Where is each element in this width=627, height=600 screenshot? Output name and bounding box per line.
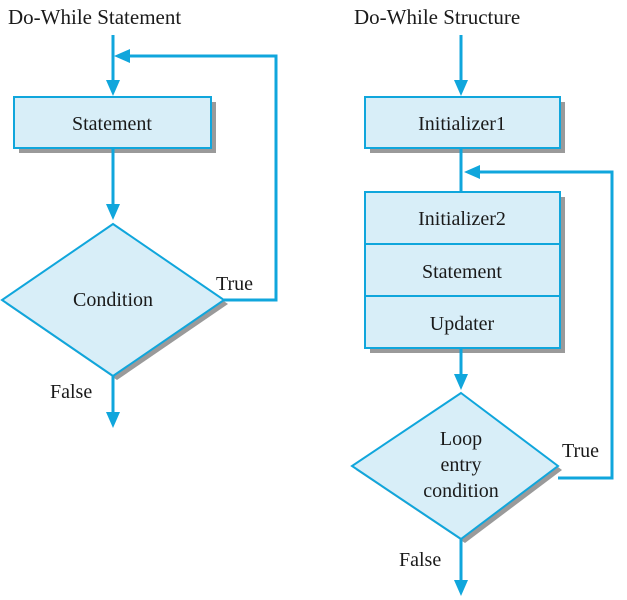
right-false-label: False — [399, 549, 441, 571]
right-entry-arrowhead — [454, 80, 468, 96]
left-statement-box — [13, 96, 212, 149]
right-statement-label: Statement — [422, 261, 502, 283]
left-false-label: False — [50, 381, 92, 403]
right-title: Do-While Structure — [354, 5, 520, 29]
left-condition-label: Condition — [73, 289, 153, 311]
left-entry-arrowhead — [106, 80, 120, 96]
right-initializer2-label: Initializer2 — [418, 208, 506, 230]
right-condition-line3: condition — [423, 480, 499, 502]
left-statement-label: Statement — [72, 113, 152, 135]
left-true-loop-arrowhead — [114, 49, 130, 63]
left-box-to-condition-arrowhead — [106, 204, 120, 220]
left-false-exit-arrowhead — [106, 412, 120, 428]
right-true-loop-line — [478, 170, 614, 480]
right-initializer1-box — [364, 96, 561, 149]
left-true-loop-line — [128, 54, 278, 302]
right-true-loop-arrowhead — [464, 165, 480, 179]
right-false-exit-arrowhead — [454, 580, 468, 596]
right-true-label: True — [562, 440, 599, 462]
left-title: Do-While Statement — [8, 5, 181, 29]
right-condition-line2: entry — [440, 454, 481, 476]
right-stack-to-condition-arrowhead — [454, 374, 468, 390]
right-condition-line1: Loop — [440, 428, 482, 450]
right-initializer2-box — [364, 191, 561, 245]
right-updater-label: Updater — [430, 313, 495, 335]
left-true-label: True — [216, 273, 253, 295]
right-initializer1-label: Initializer1 — [418, 113, 506, 135]
